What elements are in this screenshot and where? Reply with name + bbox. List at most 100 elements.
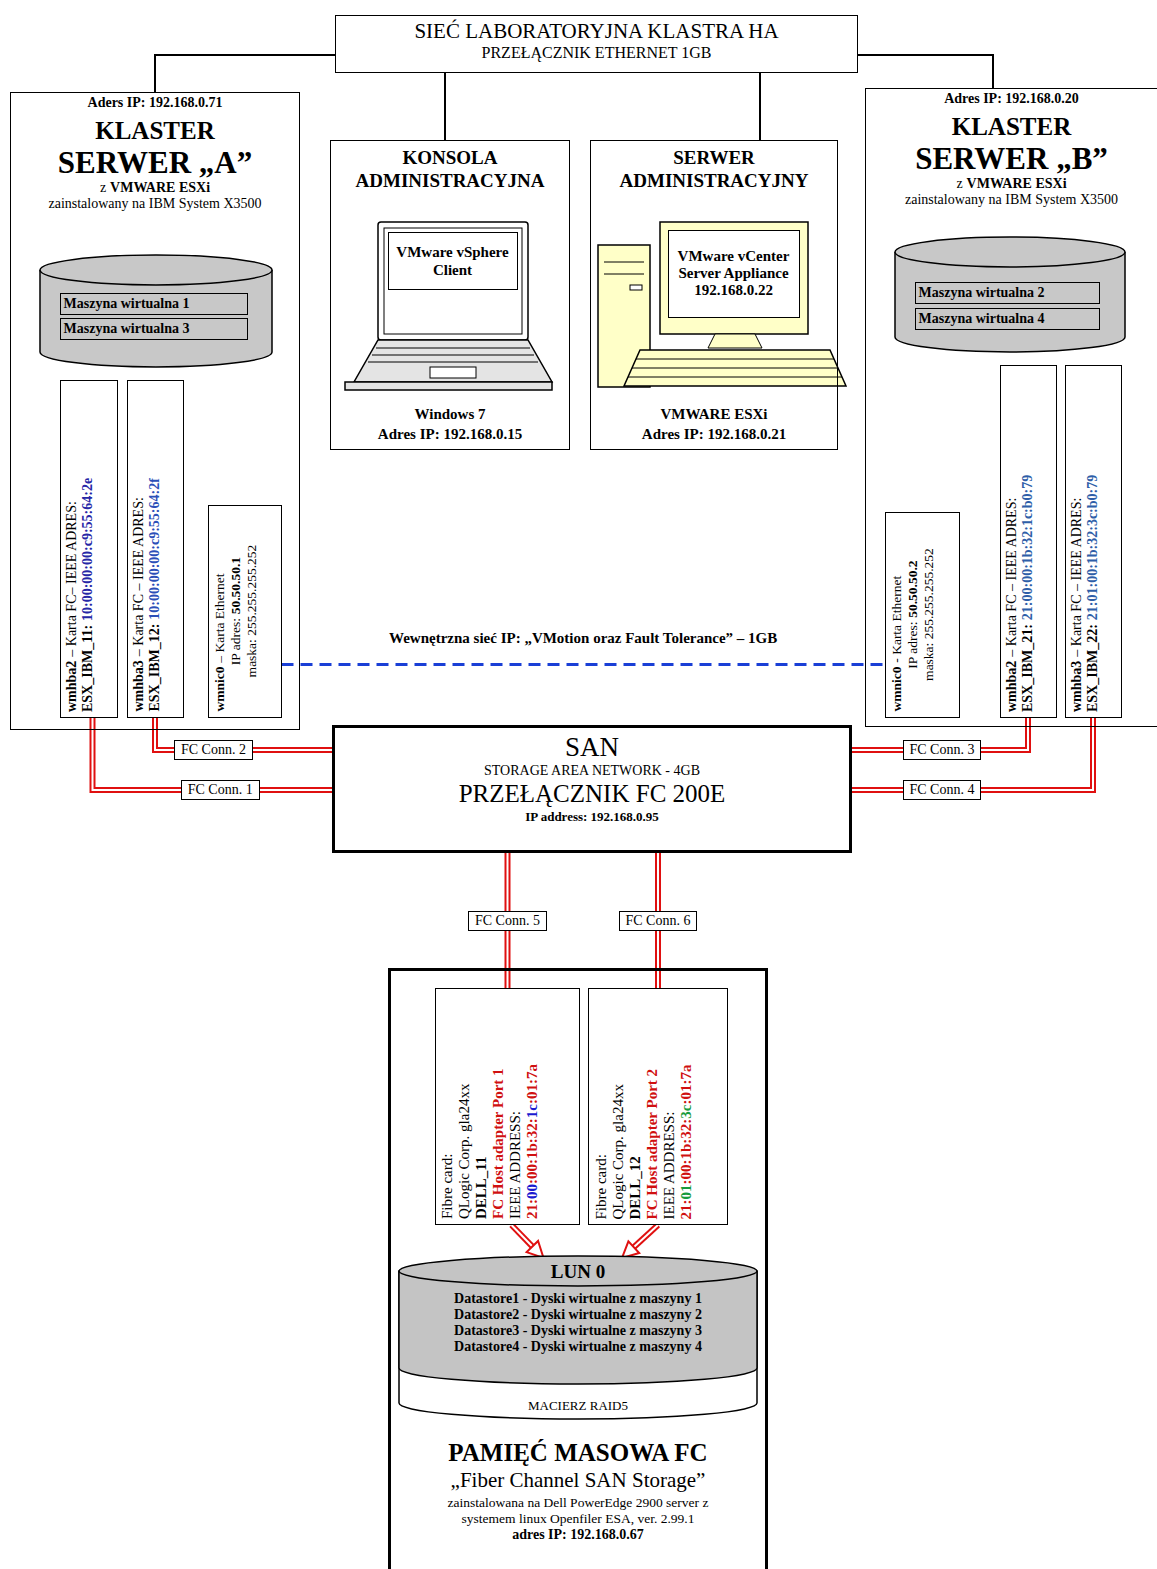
node-text: Datastore2 - Dyski wirtualne z maszyny 2 [454,1307,702,1322]
text-line: Aders IP: 192.168.0.71 [11,95,299,111]
rotated-text: Fibre card:QLogic Corp. gla24xxDELL_12FC… [589,989,727,1224]
node-text: 10:00:00:00:c9:55:64:2e [80,477,95,620]
rotated-text: wmhba2– Karta FC– IEEE ADRES:ESX_IBM_11:… [61,381,117,717]
node-text: IP adres: [905,622,920,669]
node-text: VMWARE ESXi [110,180,210,195]
screen-box: VMware vSphere Client [388,232,518,290]
text-line: zainstalowany na IBM System X3500 [11,196,299,212]
node-text: SERWER „B” [915,141,1108,176]
rotated-text: wmhba2– Karta FC – IEEE ADRES:ESX_IBM_21… [1001,366,1056,717]
text-line: Maszyna wirtualna 2 [919,283,1099,303]
node-text: PRZEŁĄCZNIK ETHERNET 1GB [482,44,712,61]
fc-link [512,1225,537,1251]
node-text: DELL_11 [473,1156,489,1219]
text-line: maska: 255.255.255.252 [244,511,260,712]
san-switch-box: SANSTORAGE AREA NETWORK - 4GBPRZEŁĄCZNIK… [332,725,852,853]
fc-card: wmhba2– Karta FC – IEEE ADRES:ESX_IBM_21… [1000,365,1057,718]
node-text: SERWER „A” [58,145,252,180]
text-line: Adres IP: 192.168.0.15 [331,426,569,443]
text-line: Datastore4 - Dyski wirtualne z maszyny 4 [398,1339,758,1355]
ethernet-link [759,73,761,140]
node-text: 10:00:00:00:c9:55:64:2f [147,478,162,620]
node-text: IEEE ADDRESS: [507,1111,523,1219]
node-text: SERWER ADMINISTRACYJNY [620,147,809,191]
node-text: Datastore1 - Dyski wirtualne z maszyny 1 [454,1291,702,1306]
node-text: adres IP: 192.168.0.67 [512,1527,644,1542]
node-text: 01 [677,1184,693,1199]
text-line: QLogic Corp. gla24xx [609,994,626,1219]
ethernet-link [858,55,993,88]
text-line: SERWER „A” [11,145,299,181]
node-text: KLASTER [952,113,1071,140]
text-line: SERWER ADMINISTRACYJNY [591,147,837,193]
connector-group [282,664,885,665]
text-line: SAN [335,732,849,763]
fc-link [629,1225,658,1251]
node-text: 21: [677,1199,693,1219]
text-line: Adres IP: 192.168.0.20 [866,91,1157,107]
text-line: LUN 0 [398,1261,758,1283]
text-line: VMware vSphere Client [391,243,515,279]
vm-box: Maszyna wirtualna 3 [60,318,248,340]
connector-group [858,55,993,88]
text-line: Maszyna wirtualna 4 [919,309,1099,329]
text-line: ESX_IBM_22:21:01:00:1b:32:3c:b0:79 [1085,371,1101,712]
node-text: IP adres: [228,618,243,665]
node-text: Datastore3 - Dyski wirtualne z maszyny 3 [454,1323,702,1338]
text-line: SIEĆ LABORATORYJNA KLASTRA HA [336,19,857,44]
node-text: Fibre card: [439,1154,455,1219]
text-line: DELL_11 [473,994,490,1219]
node-text: Adres IP: 192.168.0.21 [642,426,786,442]
connector-group [445,73,446,140]
text-line: Adres IP: 192.168.0.21 [591,426,837,443]
text-line: ESX_IBM_12:10:00:00:00:c9:55:64:2f [147,386,163,712]
cylinder-fill [399,1271,757,1384]
fc-port-card: Fibre card:QLogic Corp. gla24xxDELL_11FC… [435,988,580,1225]
text-line: 21:01:00:1b:32:3c:01:7a [677,994,694,1219]
text-line: zainstalowany na IBM System X3500 [866,192,1157,208]
text-line: VMWARE ESXi [591,406,837,423]
connection-label: FC Conn. 4 [903,780,982,800]
connector-group [155,55,335,92]
node-text: ESX_IBM_11: [80,624,95,711]
node-text: 21:00:00:1b:32:1c:b0:79 [1020,474,1035,619]
node-text: PRZEŁĄCZNIK FC 200E [459,780,726,807]
node-text: zainstalowany na IBM System X3500 [905,192,1118,207]
disk-cylinder [895,237,1125,352]
server-tower-icon [598,222,846,387]
text-line: FC Host adapter Port 1 [490,994,507,1219]
node-text: Maszyna wirtualna 4 [919,311,1045,326]
node-text: wmhba2 [64,660,79,711]
disk-cylinder [40,255,272,367]
node-text: maska: 255.255.255.252 [244,545,259,678]
node-text: ESX_IBM_22: [1085,624,1100,712]
node-text: - Karta Ethernet [889,576,904,663]
node-text: Fibre card: [592,1154,608,1219]
text-line: wmhba3– Karta FC – IEEE ADRES: [131,386,147,712]
node-text: :00:1b:32: [524,1118,540,1184]
text-line: QLogic Corp. gla24xx [456,994,473,1219]
connection-label: FC Conn. 5 [468,911,547,931]
node-text: VMWARE ESXi [660,406,767,422]
rotated-text: wmhba3– Karta FC – IEEE ADRES:ESX_IBM_12… [128,381,183,717]
switch-box: SIEĆ LABORATORYJNA KLASTRA HAPRZEŁĄCZNIK… [335,15,858,73]
node-text: Adres IP: 192.168.0.15 [378,426,522,442]
text-line: wmnic0– Karta Ethernet [212,511,228,712]
node-text: Aders IP: 192.168.0.71 [88,95,223,110]
node-text: MACIERZ RAID5 [528,1398,628,1413]
node-text: maska: 255.255.255.252 [921,548,936,681]
node-text: :01:7a [524,1064,540,1104]
node-text: 3c [677,1104,693,1118]
node-text: 21: [524,1199,540,1219]
text-line: SERWER „B” [866,141,1157,177]
text-line: IP address: 192.168.0.95 [335,809,849,825]
text-line: MACIERZ RAID5 [398,1398,758,1414]
ethernet-card: wmnic0– Karta EthernetIP adres:50.50.50.… [208,505,282,718]
rotated-text: wmhba3– Karta FC – IEEE ADRES:ESX_IBM_22… [1066,366,1121,717]
text-line: Windows 7 [331,406,569,423]
node-text: – Karta FC – IEEE ADRES: [131,497,146,656]
text-line: PAMIĘĆ MASOWA FC [391,1439,765,1468]
node-text: FC Host adapter Port 2 [643,1068,659,1219]
